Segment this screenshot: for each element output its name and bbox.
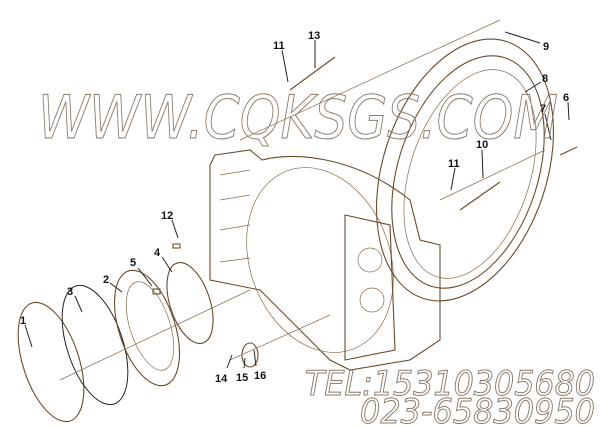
callout-7: 7 xyxy=(540,103,546,115)
callout-2: 2 xyxy=(103,274,109,286)
callout-8: 8 xyxy=(542,73,548,85)
adapter-ring xyxy=(376,38,554,302)
callout-1: 1 xyxy=(20,315,26,327)
callout-14: 14 xyxy=(215,373,228,385)
callout-10: 10 xyxy=(476,139,488,151)
cover-plate xyxy=(17,301,85,423)
fitting xyxy=(152,288,161,295)
callout-16: 16 xyxy=(254,370,266,382)
seal-carrier xyxy=(114,269,180,387)
leader-lines xyxy=(24,31,570,369)
capscrew-6 xyxy=(559,146,578,156)
dowel-pin xyxy=(172,243,181,249)
callout-6: 6 xyxy=(563,92,569,104)
callout-11: 11 xyxy=(273,40,285,52)
o-ring xyxy=(61,284,129,406)
callout-4: 4 xyxy=(154,247,161,259)
callout-3: 3 xyxy=(67,286,73,298)
callout-5: 5 xyxy=(130,257,136,269)
callout-9: 9 xyxy=(543,41,549,53)
callout-15: 15 xyxy=(236,372,248,384)
gasket xyxy=(166,262,214,344)
callout-12: 12 xyxy=(161,210,173,222)
capscrew-10 xyxy=(459,181,501,211)
watermark-tel: TEL:15310305680 xyxy=(305,364,595,404)
callout-13: 13 xyxy=(308,30,320,42)
watermark-site: WWW.CQKSGS.COM xyxy=(38,83,558,153)
callout-11b: 11 xyxy=(448,158,460,170)
capscrew xyxy=(289,56,336,91)
plug xyxy=(241,342,259,368)
flywheel-housing xyxy=(209,149,441,371)
watermark-phone: 023-65830950 xyxy=(360,392,595,426)
